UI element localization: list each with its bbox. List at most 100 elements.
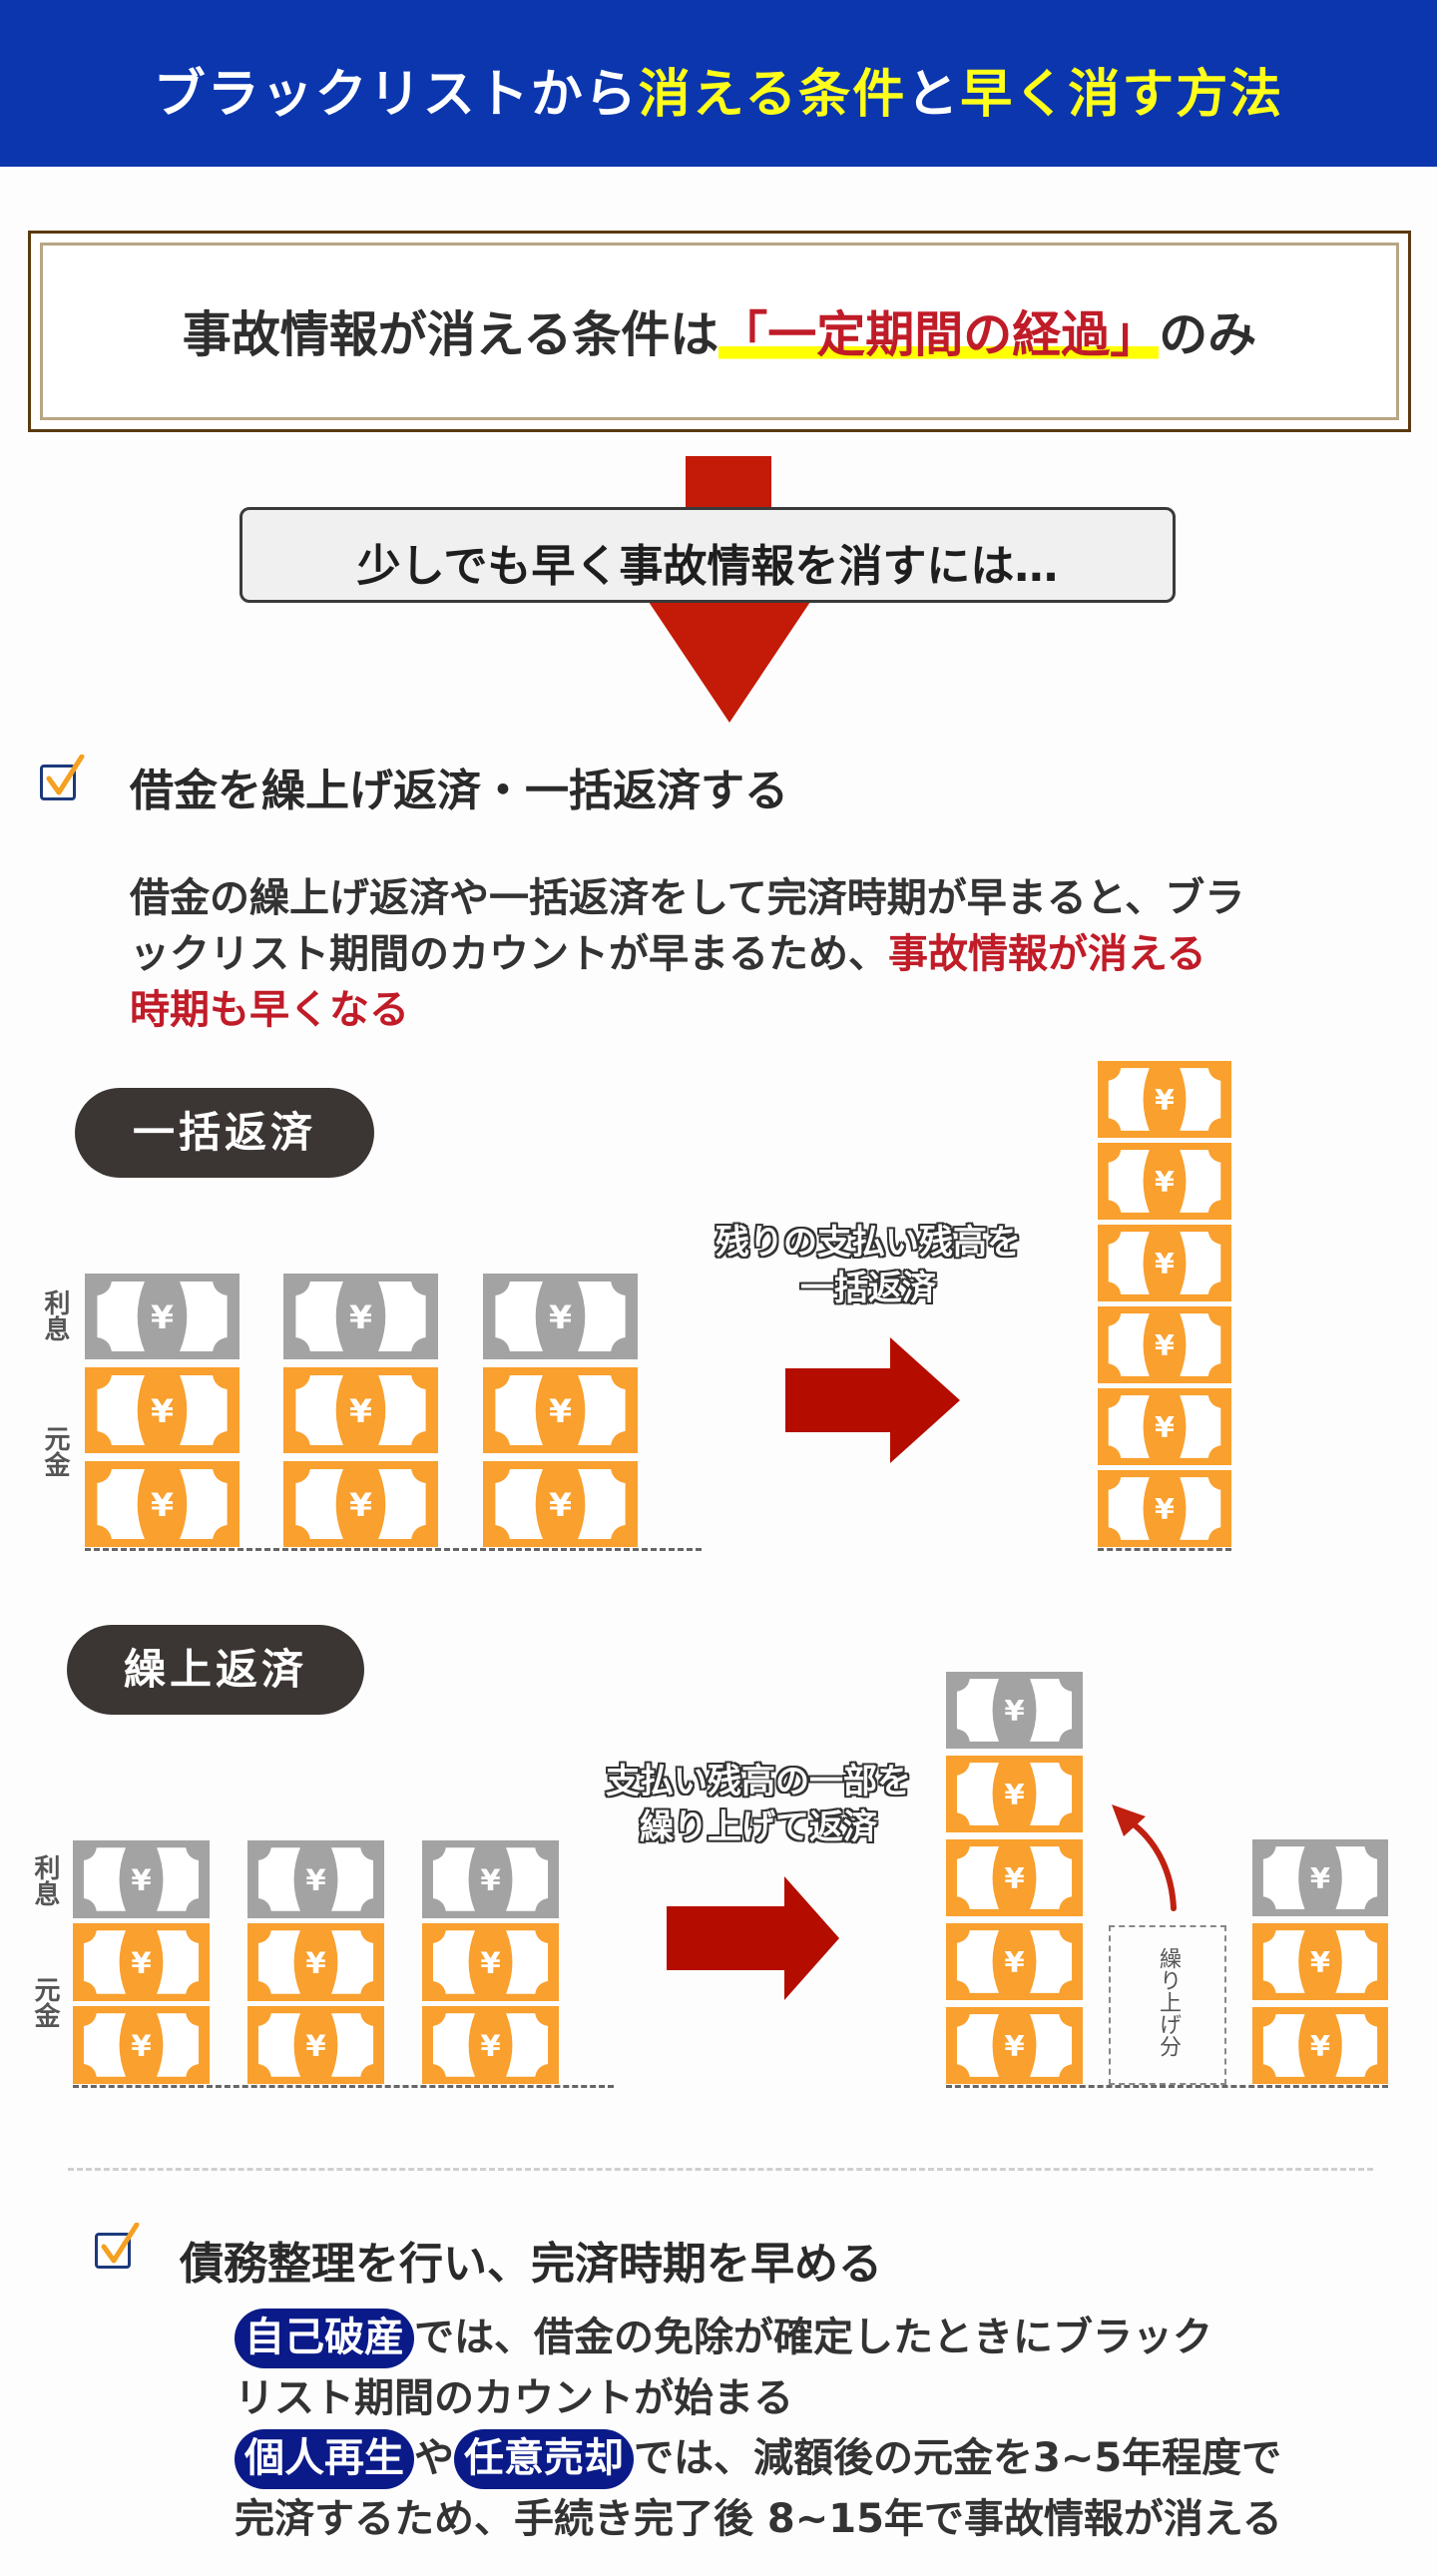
paragraph-emphasis: 時期も早くなる <box>130 987 409 1033</box>
principal-yen-bill-icon: ¥ <box>483 1367 638 1453</box>
principal-yen-bill-icon: ¥ <box>946 2007 1083 2084</box>
title-part: と <box>906 65 961 125</box>
principal-yen-bill-icon: ¥ <box>946 1756 1083 1832</box>
principal-label-text: 元金 <box>30 1976 60 2028</box>
svg-text:¥: ¥ <box>549 1392 572 1429</box>
paragraph-line: 借金の繰上げ返済や一括返済をして完済時期が早まると、ブラ <box>130 875 1245 921</box>
principal-yen-bill-icon: ¥ <box>1098 1061 1231 1138</box>
svg-text:¥: ¥ <box>349 1486 372 1523</box>
svg-text:¥: ¥ <box>480 1863 500 1897</box>
interest-yen-bill-icon: ¥ <box>946 1672 1083 1749</box>
body-text: では、借金の免除が確定したときにブラック <box>414 2315 1212 2360</box>
badge-voluntary-sale: 任意売却 <box>454 2429 634 2489</box>
right-arrow-icon <box>667 1876 839 2000</box>
title-highlight: 消える条件 <box>638 65 907 125</box>
svg-text:¥: ¥ <box>1155 1328 1175 1362</box>
condition-emphasis: 「一定期間の経過」 <box>718 306 1160 363</box>
body-line: 完済するため、手続き完了後 8~15年で事故情報が消える <box>235 2496 1282 2542</box>
svg-text:¥: ¥ <box>1310 2029 1330 2063</box>
principal-yen-bill-icon: ¥ <box>73 2006 210 2084</box>
principal-yen-bill-icon: ¥ <box>946 1923 1083 2000</box>
principal-yen-bill-icon: ¥ <box>483 1461 638 1547</box>
lump-sum-caption: 残りの支払い残高を 一括返済 <box>689 1220 1048 1311</box>
condition-box: 事故情報が消える条件は「一定期間の経過」のみ <box>28 231 1411 432</box>
interest-yen-bill-icon: ¥ <box>422 1840 559 1918</box>
principal-yen-bill-icon: ¥ <box>946 1839 1083 1916</box>
svg-text:¥: ¥ <box>1004 1862 1024 1896</box>
condition-text-before: 事故情報が消える条件は <box>182 306 719 363</box>
caption-line: 支払い残高の一部を <box>606 1762 911 1802</box>
svg-text:¥: ¥ <box>480 2029 500 2063</box>
curved-up-arrow-icon <box>1098 1797 1198 1920</box>
body-line: リスト期間のカウントが始まる <box>235 2375 793 2421</box>
badge-individual-rehabilitation: 個人再生 <box>235 2429 414 2489</box>
baseline-dashed <box>85 1548 702 1551</box>
interest-yen-bill-icon: ¥ <box>1252 1839 1388 1916</box>
condition-text: 事故情報が消える条件は「一定期間の経過」のみ <box>31 295 1408 366</box>
lead-text: 少しでも早く事故情報を消すには… <box>356 541 1059 592</box>
section-separator <box>68 2168 1373 2171</box>
svg-text:¥: ¥ <box>1155 1247 1175 1281</box>
principal-yen-bill-icon: ¥ <box>283 1367 438 1453</box>
principal-yen-bill-icon: ¥ <box>85 1367 240 1453</box>
principal-yen-bill-icon: ¥ <box>1098 1306 1231 1383</box>
interest-label: 利息 <box>40 1289 70 1347</box>
principal-yen-bill-icon: ¥ <box>1098 1388 1231 1465</box>
interest-yen-bill-icon: ¥ <box>283 1274 438 1359</box>
principal-yen-bill-icon: ¥ <box>1252 2007 1388 2084</box>
baseline-dashed <box>1098 1548 1231 1551</box>
moved-portion-box: 繰り上げ分 <box>1109 1925 1226 2085</box>
paragraph-line: ックリスト期間のカウントが早まるため、 <box>130 931 888 977</box>
interest-yen-bill-icon: ¥ <box>247 1840 384 1918</box>
svg-text:¥: ¥ <box>151 1298 174 1335</box>
baseline-dashed <box>946 2085 1388 2088</box>
caption-line: 一括返済 <box>800 1269 936 1308</box>
section2-heading: 債務整理を行い、完済時期を早める <box>180 2239 882 2290</box>
principal-yen-bill-icon: ¥ <box>1098 1225 1231 1301</box>
svg-text:¥: ¥ <box>305 1863 325 1897</box>
principal-yen-bill-icon: ¥ <box>247 1923 384 2001</box>
principal-label: 元金 <box>40 1425 70 1483</box>
section1-paragraph: 借金の繰上げ返済や一括返済をして完済時期が早まると、ブラ ックリスト期間のカウン… <box>130 870 1244 1038</box>
svg-text:¥: ¥ <box>480 1946 500 1980</box>
principal-yen-bill-icon: ¥ <box>1098 1470 1231 1547</box>
svg-text:¥: ¥ <box>549 1298 572 1335</box>
svg-text:¥: ¥ <box>305 2029 325 2063</box>
section1-heading: 借金を繰上げ返済・一括返済する <box>130 766 788 816</box>
moved-portion-label: 繰り上げ分 <box>1156 1947 1181 2057</box>
svg-text:¥: ¥ <box>1004 1946 1024 1980</box>
svg-text:¥: ¥ <box>1155 1410 1175 1444</box>
svg-text:¥: ¥ <box>151 1486 174 1523</box>
svg-text:¥: ¥ <box>151 1392 174 1429</box>
badge-bankruptcy: 自己破産 <box>235 2309 414 2368</box>
prepayment-pill: 繰上返済 <box>67 1625 364 1715</box>
principal-yen-bill-icon: ¥ <box>1252 1923 1388 2000</box>
svg-text:¥: ¥ <box>349 1392 372 1429</box>
section2-body: 自己破産では、借金の免除が確定したときにブラック リスト期間のカウントが始まる … <box>235 2308 1282 2549</box>
svg-text:¥: ¥ <box>1004 1695 1024 1729</box>
lump-sum-pill: 一括返済 <box>75 1088 374 1178</box>
page-title: ブラックリストから消える条件と早く消す方法 <box>0 52 1437 127</box>
svg-text:¥: ¥ <box>305 1946 325 1980</box>
condition-box-inner-border <box>40 243 1399 420</box>
principal-yen-bill-icon: ¥ <box>1098 1143 1231 1220</box>
paragraph-emphasis: 事故情報が消える <box>888 931 1206 977</box>
checkbox-checked-icon <box>95 2223 140 2269</box>
body-line: 個人再生や任意売却では、減額後の元金を3~5年程度で <box>235 2428 1282 2489</box>
svg-text:¥: ¥ <box>131 2029 151 2063</box>
caption-line: 繰り上げて返済 <box>640 1807 877 1847</box>
svg-text:¥: ¥ <box>1004 2030 1024 2064</box>
checkbox-checked-icon <box>40 755 85 800</box>
svg-text:¥: ¥ <box>1155 1083 1175 1117</box>
interest-yen-bill-icon: ¥ <box>85 1274 240 1359</box>
prepayment-caption: 支払い残高の一部を 繰り上げて返済 <box>579 1759 938 1850</box>
principal-yen-bill-icon: ¥ <box>85 1461 240 1547</box>
principal-label-text: 元金 <box>40 1425 70 1477</box>
interest-yen-bill-icon: ¥ <box>483 1274 638 1359</box>
svg-text:¥: ¥ <box>1155 1165 1175 1199</box>
principal-label: 元金 <box>30 1976 60 2034</box>
interest-yen-bill-icon: ¥ <box>73 1840 210 1918</box>
principal-yen-bill-icon: ¥ <box>247 2006 384 2084</box>
principal-yen-bill-icon: ¥ <box>283 1461 438 1547</box>
svg-text:¥: ¥ <box>1310 1945 1330 1979</box>
